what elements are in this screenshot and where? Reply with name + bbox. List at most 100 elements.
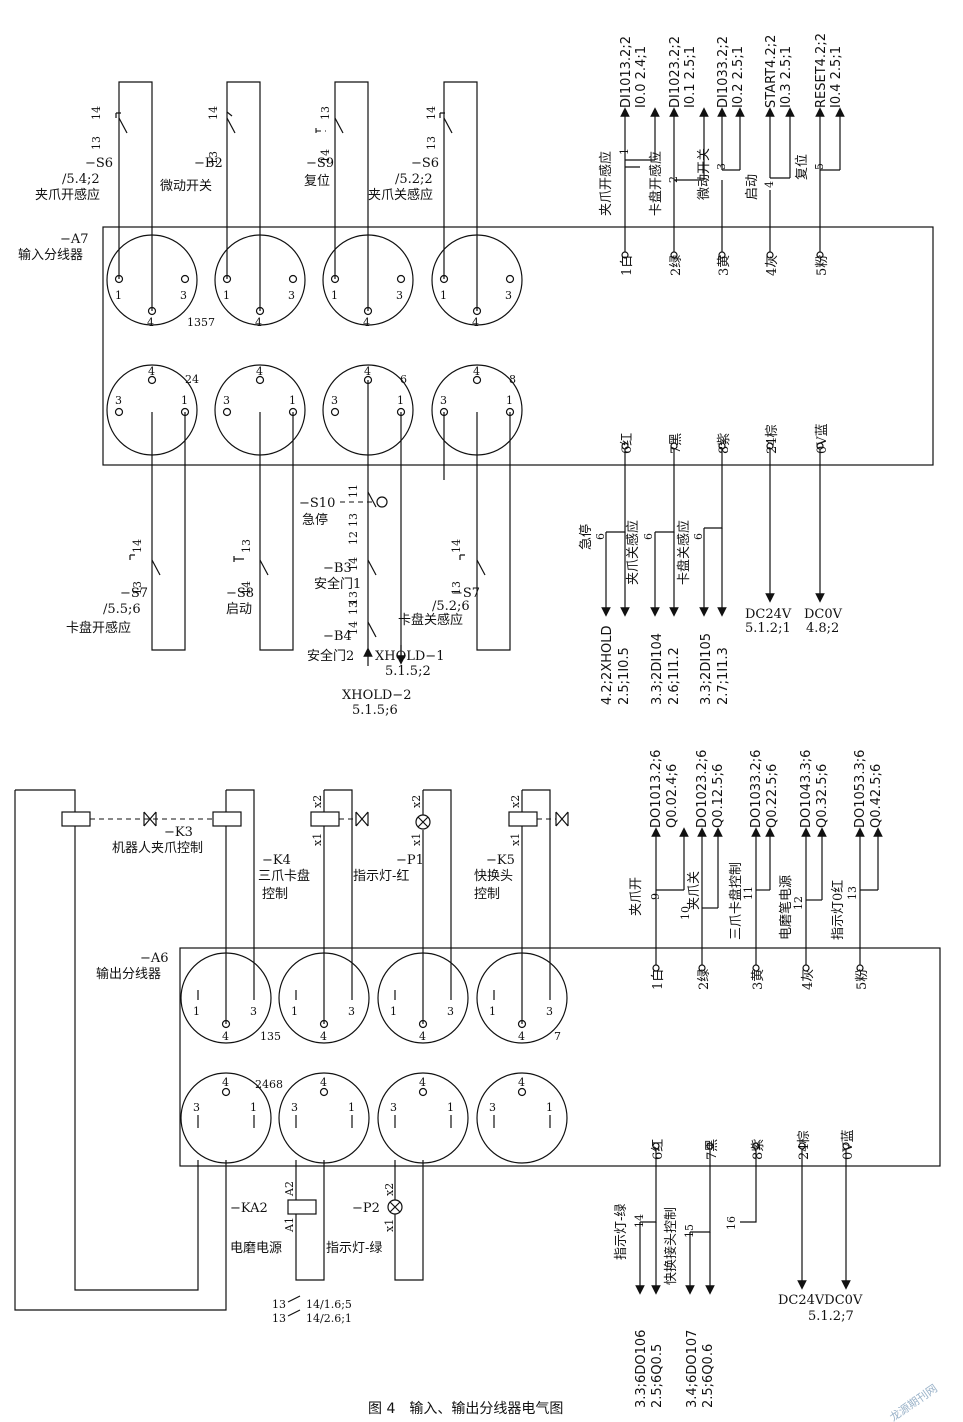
k3-coil-icon <box>61 811 91 827</box>
signal-desc: 电磨笔电源 <box>778 875 794 940</box>
device-name: 夹爪关感应 <box>368 187 433 203</box>
output-connector-row-bottom: 4 3 1 4 3 1 4 3 1 4 3 1 2468 <box>180 1072 568 1164</box>
pin-label: 3 <box>546 1005 553 1018</box>
signal-addr: Q0.02.4;6 <box>665 764 680 828</box>
pin-label: 1 <box>115 289 122 302</box>
signal-num: 12 <box>792 896 805 910</box>
pin-label: 4 <box>473 365 480 378</box>
pin-label: 4 <box>222 1076 229 1089</box>
signal-desc: 微动开关 <box>697 148 712 200</box>
output-box <box>179 947 941 1167</box>
pin <box>114 407 124 417</box>
signal-addr: 2.5;6Q0.5 <box>650 1344 665 1408</box>
signal-desc: 三爪卡盘控制 <box>728 862 744 940</box>
xhold1-name: XHOLD−1 <box>375 649 444 664</box>
signal-desc: 卡盘关感应 <box>676 520 692 585</box>
switch-term: 13 <box>90 136 103 150</box>
signal-num: 6 <box>692 533 705 540</box>
cable-label: 8紫 <box>751 1139 766 1160</box>
signal-desc: 夹爪关 <box>687 871 702 910</box>
signal-desc: 复位 <box>795 154 810 180</box>
cable-label: 24棕 <box>765 424 780 454</box>
coil-term: x1 <box>311 833 324 846</box>
p2-name: 指示灯-绿 <box>326 1241 382 1256</box>
pin <box>472 375 482 385</box>
contact-num: 14/2.6;1 <box>306 1312 352 1325</box>
pin-label: 1 <box>223 289 230 302</box>
wire-end <box>856 964 864 972</box>
pin-label: 3 <box>348 1005 355 1018</box>
xhold2-ref: 5.1.5;6 <box>352 703 398 718</box>
pin-label: 3 <box>489 1101 496 1114</box>
pin-label: 4 <box>222 1030 229 1043</box>
signal-addr: Q0.22.5;6 <box>765 764 780 828</box>
pin-label: 4 <box>518 1030 525 1043</box>
output-connector <box>476 1072 568 1164</box>
pin <box>255 375 265 385</box>
watermark: 龙源期刊网 <box>887 1381 940 1422</box>
pin-label: 1 <box>348 1101 355 1114</box>
device-name: 卡盘开感应 <box>66 620 131 636</box>
pin-label: 1 <box>291 1005 298 1018</box>
power-label: DC24V <box>745 607 792 622</box>
switch-term: 14 <box>425 106 438 120</box>
signal-desc: 指示灯-绿 <box>614 1204 629 1260</box>
device-sub: /5.5;6 <box>103 602 141 617</box>
signal-name: RESET4.2;2 <box>814 33 829 108</box>
signal-name: DO1043.3;6 <box>799 750 814 828</box>
pin <box>517 1087 527 1097</box>
ka2-ref: −KA2 <box>230 1201 268 1216</box>
b4-term: 13 <box>347 601 360 615</box>
pin-label: 3 <box>505 289 512 302</box>
pin-label: 4 <box>320 1030 327 1043</box>
signal-desc: 夹爪开感应 <box>598 151 614 216</box>
switch-term: 14 <box>90 106 103 120</box>
pin <box>180 274 190 284</box>
xhold1-ref: 5.1.5;2 <box>385 664 431 679</box>
signal-num: 16 <box>725 1216 738 1230</box>
lamp-term: x2 <box>383 1183 396 1196</box>
ka2-coil-icon <box>287 1199 317 1215</box>
signal-name: 4.2;2XHOLD <box>600 626 615 706</box>
pin <box>505 274 515 284</box>
cable-label: 6红 <box>619 433 635 454</box>
signal-name: 3.3;2DI104 <box>650 633 665 705</box>
wire-end <box>752 964 760 972</box>
cable-label: 24棕 <box>797 1130 812 1160</box>
group-label: 1357 <box>187 316 215 329</box>
wire-end <box>802 964 810 972</box>
pin <box>221 1087 231 1097</box>
coil-term: x2 <box>410 795 423 808</box>
device-ref: −S7 <box>452 586 480 601</box>
signal-addr: 2.6;1I1.2 <box>667 647 682 705</box>
input-distributor: −A7 输入分线器 1 4 <box>18 33 934 718</box>
pin-label: 4 <box>148 365 155 378</box>
pin-label: 1 <box>489 1005 496 1018</box>
wire-end <box>752 1142 760 1150</box>
lamp-term: x1 <box>383 1219 396 1232</box>
output-devices <box>61 811 569 1215</box>
output-cable-bottom: 6红 7黑 8紫 24棕 0V蓝 指示灯-绿 快换接头控制 14 15 16 3… <box>614 1129 863 1408</box>
signal-name: 3.3;6DO106 <box>634 1330 649 1408</box>
switch-term: 14 <box>207 106 220 120</box>
pin-label: 3 <box>115 394 122 407</box>
estop-term: 12 <box>347 531 360 545</box>
k5-coil-icon <box>508 811 538 827</box>
signal-addr: I0.0 2.4;1 <box>634 46 649 108</box>
b4-name: 安全门2 <box>307 648 354 664</box>
input-bottom-switches <box>129 491 486 638</box>
pin-label: 4 <box>419 1030 426 1043</box>
group-label: 2468 <box>255 1078 283 1091</box>
k5-name: 控制 <box>474 887 500 902</box>
pin-label: 1 <box>440 289 447 302</box>
signal-num: 3 <box>715 163 728 170</box>
pin-label: 4 <box>364 365 371 378</box>
pin <box>147 375 157 385</box>
device-name: 复位 <box>304 174 330 189</box>
pin <box>418 1087 428 1097</box>
signal-desc: 卡盘开感应 <box>648 151 664 216</box>
b4-term: 14 <box>347 621 360 635</box>
coil-term: x1 <box>410 833 423 846</box>
pin <box>288 274 298 284</box>
